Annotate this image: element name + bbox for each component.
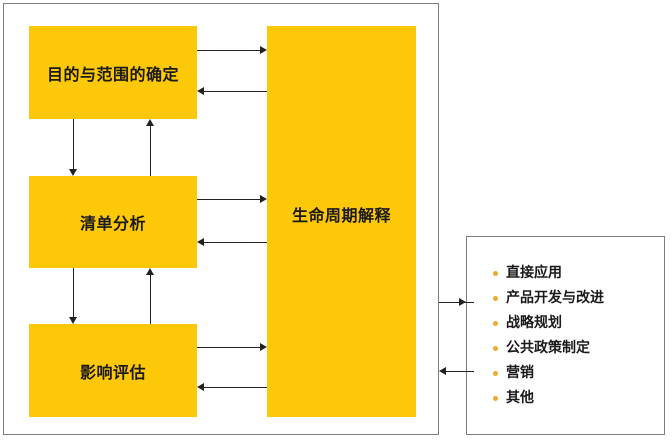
bullet-icon: [493, 371, 498, 376]
list-item-label: 营销: [506, 365, 534, 381]
arrowhead-left-icon: [197, 87, 204, 95]
list-item: 战略规划: [467, 311, 664, 336]
arrowhead-right-icon: [260, 46, 267, 54]
list-item: 其他: [467, 386, 664, 411]
arrowhead-up-icon: [146, 119, 154, 126]
arrow-line-inventory-to-goal: [150, 126, 151, 176]
bullet-icon: [493, 396, 498, 401]
arrowhead-right-icon: [260, 195, 267, 203]
arrowhead-left-icon: [439, 367, 446, 375]
box-impact-label: 影响评估: [79, 362, 146, 382]
list-item-label: 产品开发与改进: [506, 290, 604, 306]
arrowhead-right-icon: [459, 298, 466, 306]
arrowhead-down-icon: [69, 169, 77, 176]
list-item-label: 战略规划: [506, 315, 562, 331]
arrow-line-framework-to-applications: [439, 302, 474, 303]
box-goal-and-scope-definition: 目的与范围的确定: [29, 26, 197, 119]
list-item: 营销: [467, 361, 664, 386]
list-item: 产品开发与改进: [467, 286, 664, 311]
arrow-line-goal-to-interpretation: [197, 50, 260, 51]
arrowhead-down-icon: [69, 317, 77, 324]
bullet-icon: [493, 296, 498, 301]
list-item-label: 直接应用: [506, 265, 562, 281]
arrow-line-impact-to-interpretation: [197, 347, 260, 348]
arrow-line-impact-to-inventory: [150, 275, 151, 324]
arrowhead-left-icon: [197, 238, 204, 246]
arrow-line-interpretation-to-impact: [204, 387, 267, 388]
arrow-line-goal-to-inventory: [73, 119, 74, 169]
list-item-label: 公共政策制定: [506, 340, 590, 356]
box-inventory-analysis: 清单分析: [29, 176, 197, 268]
list-item-label: 其他: [506, 390, 534, 406]
bullet-icon: [493, 346, 498, 351]
arrowhead-right-icon: [260, 343, 267, 351]
arrow-line-inventory-to-impact: [73, 268, 74, 317]
bullet-icon: [493, 271, 498, 276]
bullet-icon: [493, 321, 498, 326]
arrow-line-interpretation-to-inventory: [204, 242, 267, 243]
arrow-line-inventory-to-interpretation: [197, 199, 260, 200]
box-inventory-label: 清单分析: [79, 214, 146, 233]
applications-box: 直接应用 产品开发与改进 战略规划 公共政策制定 营销 其他: [466, 236, 665, 435]
list-item: 公共政策制定: [467, 336, 664, 361]
arrowhead-left-icon: [197, 383, 204, 391]
box-interpretation-label: 生命周期解释: [291, 205, 391, 225]
arrow-line-applications-to-framework: [446, 371, 474, 372]
box-goal-label: 目的与范围的确定: [46, 64, 179, 84]
box-lifecycle-interpretation: 生命周期解释: [267, 26, 416, 417]
box-impact-assessment: 影响评估: [29, 324, 197, 417]
applications-list: 直接应用 产品开发与改进 战略规划 公共政策制定 营销 其他: [467, 261, 664, 411]
list-item: 直接应用: [467, 261, 664, 286]
arrowhead-up-icon: [146, 268, 154, 275]
arrow-line-interpretation-to-goal: [204, 91, 267, 92]
